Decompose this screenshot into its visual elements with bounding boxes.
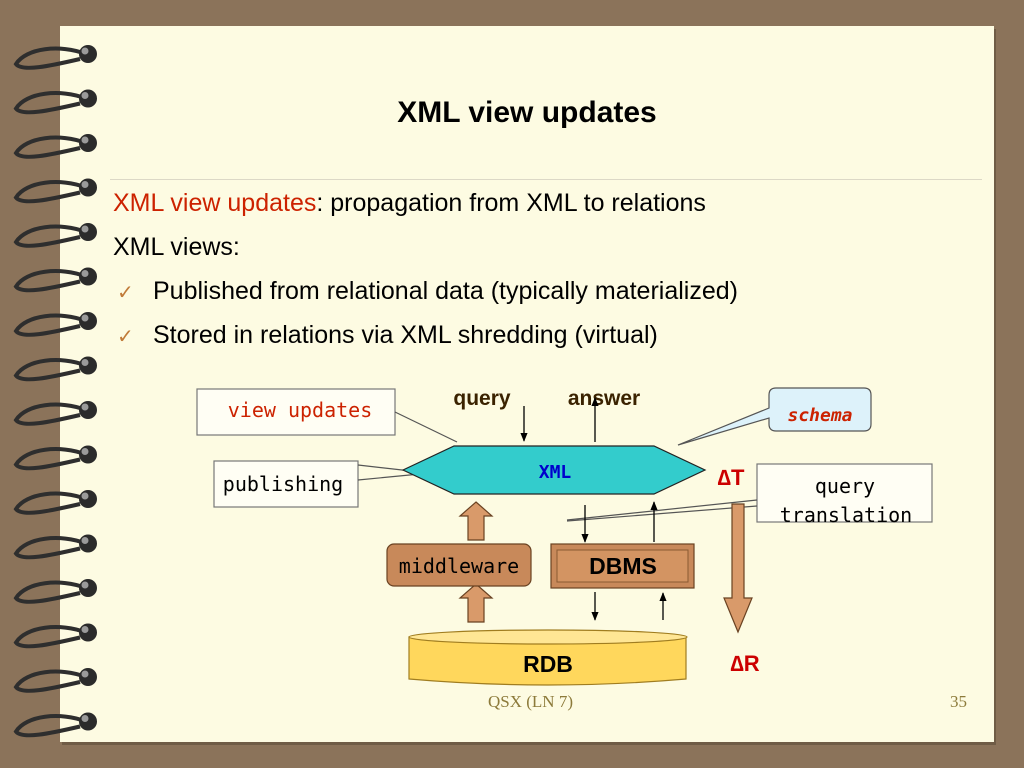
binding-ring	[13, 491, 87, 515]
sub-bullet-2: ✓ Stored in relations via XML shredding (…	[113, 318, 973, 362]
bullet-line-1: XML view updates: propagation from XML t…	[113, 186, 973, 230]
view-updates-label: view updates	[228, 398, 373, 422]
binding-shine	[81, 448, 89, 455]
binding-ring	[13, 313, 87, 337]
binding-ring	[13, 625, 87, 649]
binding-ring	[13, 580, 87, 604]
binding-shine	[81, 581, 89, 589]
binding-ring	[13, 669, 87, 693]
middleware-box	[386, 543, 532, 587]
binding-shine	[81, 92, 89, 99]
line1-text: : propagation from XML to relations	[316, 189, 706, 217]
footer-course: QSX (LN 7)	[488, 692, 573, 711]
binding-ring	[13, 402, 87, 426]
binding-shine	[81, 47, 89, 55]
binding-ring	[13, 447, 87, 471]
delta-down-arrow	[723, 503, 753, 634]
middleware-label: middleware	[399, 554, 519, 578]
binding-shine	[81, 492, 89, 500]
footer-page-number: 35	[950, 692, 967, 711]
spiral-binding	[13, 45, 97, 738]
binding-ring	[13, 180, 87, 204]
sub-bullet-2-text: Stored in relations via XML shredding (v…	[153, 321, 658, 349]
query-translation-box	[756, 463, 933, 523]
sub-bullet-1-text: Published from relational data (typicall…	[153, 277, 738, 305]
slide-page	[60, 26, 994, 742]
binding-shine	[81, 270, 89, 277]
query-label: query	[453, 387, 511, 410]
binding-shine	[81, 537, 89, 544]
binding-ring	[13, 46, 87, 70]
binding-shine	[81, 314, 89, 322]
xml-label: XML	[539, 462, 572, 483]
publish-up-arrow-top	[458, 501, 494, 541]
bullet-list: XML view updates: propagation from XML t…	[113, 186, 973, 362]
dbms-inner	[556, 549, 689, 583]
rdb-cylinder-top	[408, 629, 688, 645]
title-divider	[110, 179, 982, 180]
view-updates-pointer	[394, 411, 458, 443]
binding-ring	[13, 91, 87, 115]
query-translation-line1: query	[815, 474, 875, 498]
xml-view-shape	[401, 445, 707, 495]
binding-shine	[81, 359, 89, 366]
translation-pointer-bottom	[566, 505, 758, 522]
check-icon: ✓	[117, 282, 134, 304]
rdb-label: RDB	[523, 651, 573, 677]
publishing-label: publishing	[223, 472, 343, 496]
binding-shine	[81, 403, 89, 411]
binding-ring	[13, 358, 87, 382]
publishing-box	[213, 460, 359, 508]
view-updates-box	[196, 388, 396, 436]
answer-label: answer	[568, 387, 640, 410]
schema-label: schema	[787, 405, 852, 426]
binding-ring	[13, 224, 87, 248]
dbms-label: DBMS	[589, 553, 657, 579]
translation-pointer-top	[566, 499, 758, 521]
binding-shine	[81, 181, 89, 188]
query-translation-line2: translation	[780, 503, 912, 527]
rdb-cylinder	[408, 636, 687, 686]
binding-ring	[13, 536, 87, 560]
publish-up-arrow-bottom	[458, 583, 494, 623]
schema-callout	[677, 387, 872, 446]
binding-shine	[81, 626, 89, 633]
slide-title: XML view updates	[397, 96, 657, 129]
delta-r-label: ∆R	[730, 651, 759, 676]
sub-bullet-1: ✓ Published from relational data (typical…	[113, 274, 973, 318]
binding-shine	[81, 715, 89, 722]
binding-ring	[13, 714, 87, 738]
binding-shine	[81, 136, 89, 144]
binding-shine	[81, 670, 89, 678]
binding-shine	[81, 225, 89, 233]
delta-t-label: ∆T	[718, 465, 745, 490]
highlight-term: XML view updates	[113, 189, 317, 217]
bullet-line-2: XML views:	[113, 233, 240, 261]
binding-ring	[13, 269, 87, 293]
binding-ring	[13, 135, 87, 159]
check-icon: ✓	[117, 326, 134, 348]
publishing-pointer-bottom	[357, 473, 421, 481]
